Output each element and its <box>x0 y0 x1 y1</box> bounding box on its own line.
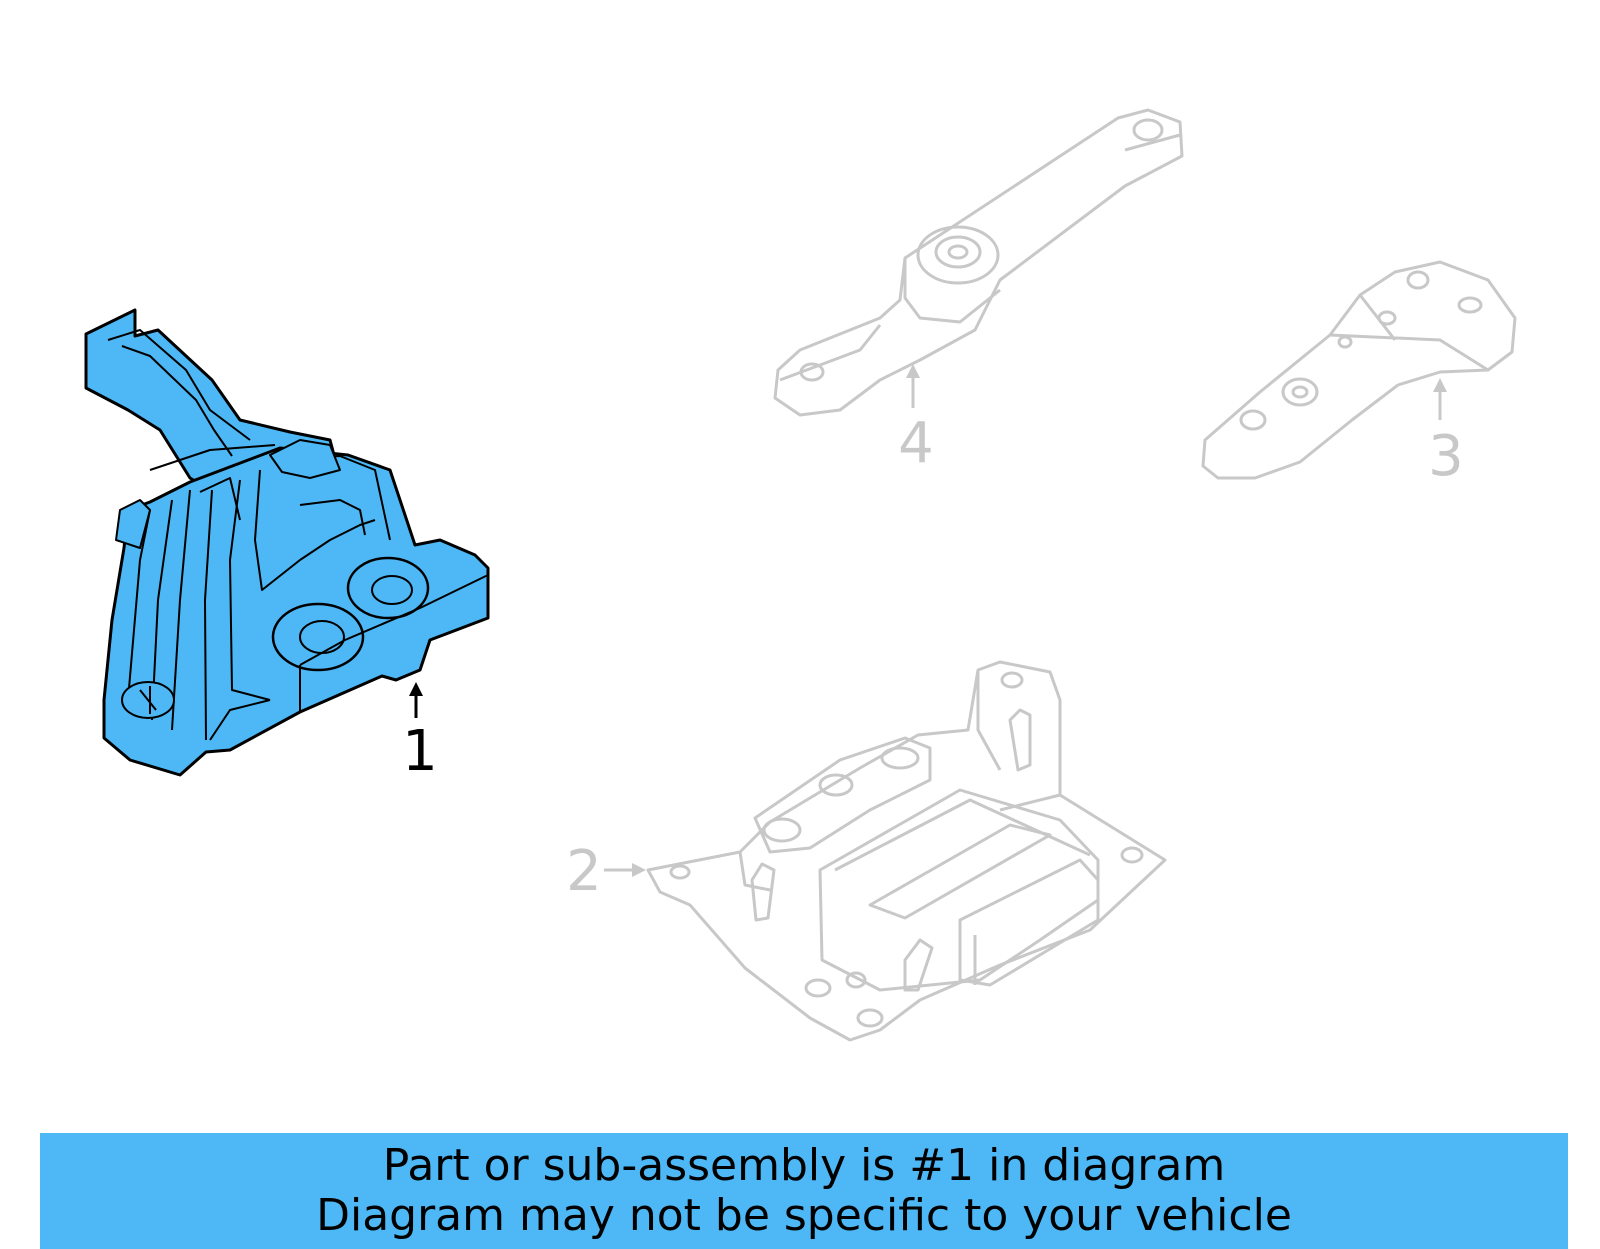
info-banner: Part or sub-assembly is #1 in diagram Di… <box>40 1133 1568 1249</box>
callout-3-label[interactable]: 3 <box>1428 424 1464 489</box>
part-3-bracket[interactable] <box>1201 260 1517 480</box>
callout-4-arrow <box>906 364 920 408</box>
part-2-transmission-mount[interactable] <box>646 660 1167 1042</box>
banner-line-2: Diagram may not be specific to your vehi… <box>316 1190 1292 1241</box>
callout-3-arrow <box>1433 378 1447 420</box>
callout-2-arrow <box>604 863 646 877</box>
part-1-engine-mount[interactable] <box>84 308 490 777</box>
callout-2-label[interactable]: 2 <box>566 839 602 904</box>
banner-line-1: Part or sub-assembly is #1 in diagram <box>382 1140 1226 1191</box>
callout-4-label[interactable]: 4 <box>898 411 934 476</box>
part-4-torque-strut[interactable] <box>773 108 1184 417</box>
callout-1-arrow <box>409 682 423 718</box>
callout-1-label[interactable]: 1 <box>402 719 438 784</box>
